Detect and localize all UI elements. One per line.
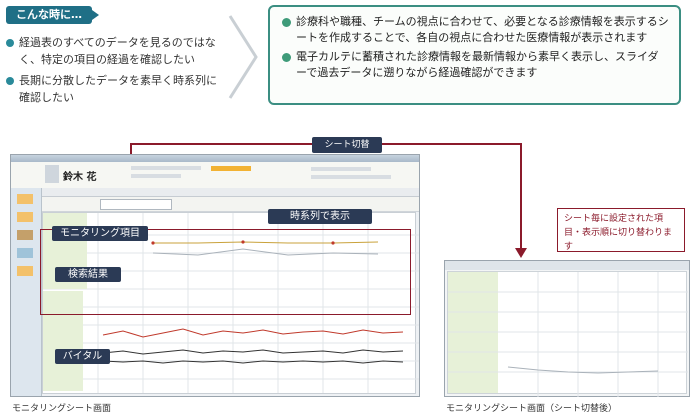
monitoring-items-highlight bbox=[40, 229, 411, 315]
monitoring-items-label: モニタリング項目 bbox=[52, 226, 148, 241]
bullet-icon bbox=[6, 39, 14, 47]
need-item: 経過表のすべてのデータを見るのではなく、特定の項目の経過を確認したい bbox=[6, 34, 226, 68]
chevron-right-icon bbox=[228, 15, 258, 99]
bullet-icon bbox=[282, 18, 291, 27]
switched-sheet-grid bbox=[447, 271, 688, 397]
search-results-label: 検索結果 bbox=[55, 267, 121, 282]
need-text: 経過表のすべてのデータを見るのではなく、特定の項目の経過を確認したい bbox=[19, 36, 216, 66]
description-box: 診療科や職種、チームの視点に合わせて、必要となる診療情報を表示するシートを作成す… bbox=[268, 5, 681, 105]
bullet-icon bbox=[6, 77, 14, 85]
description-item: 電子カルテに蓄積された診療情報を最新情報から素早く表示し、スライダーで過去データ… bbox=[282, 49, 669, 81]
switched-grid-lines bbox=[448, 272, 688, 397]
switched-sheet-window bbox=[444, 260, 690, 397]
need-text: 長期に分散したデータを素早く時系列に確認したい bbox=[19, 74, 217, 104]
time-series-label: 時系列で表示 bbox=[268, 209, 372, 224]
description-item: 診療科や職種、チームの視点に合わせて、必要となる診療情報を表示するシートを作成す… bbox=[282, 14, 669, 46]
sheet-toolbar[interactable] bbox=[42, 197, 419, 212]
when-badge: こんな時に… bbox=[6, 6, 99, 24]
main-screen-caption: モニタリングシート画面 bbox=[12, 404, 112, 414]
description-text: 電子カルテに蓄積された診療情報を最新情報から素早く表示し、スライダーで過去データ… bbox=[296, 50, 659, 79]
left-menu[interactable] bbox=[11, 188, 42, 396]
description-text: 診療科や職種、チームの視点に合わせて、必要となる診療情報を表示するシートを作成す… bbox=[296, 15, 669, 44]
window-titlebar bbox=[11, 155, 419, 162]
vitals-column bbox=[43, 291, 83, 391]
patient-name: 鈴木 花 bbox=[63, 172, 97, 183]
patient-photo bbox=[45, 165, 59, 183]
needs-list: 経過表のすべてのデータを見るのではなく、特定の項目の経過を確認したい 長期に分散… bbox=[6, 34, 226, 110]
switched-screen-caption: モニタリングシート画面（シート切替後） bbox=[446, 404, 618, 414]
sheet-tabs[interactable] bbox=[42, 188, 419, 197]
sheet-switch-label: シート切替 bbox=[312, 137, 382, 153]
bullet-icon bbox=[282, 53, 291, 62]
vitals-label: バイタル bbox=[55, 349, 110, 364]
patient-bar: 鈴木 花 bbox=[11, 162, 419, 189]
need-item: 長期に分散したデータを素早く時系列に確認したい bbox=[6, 72, 226, 106]
switch-callout: シート毎に設定された項目・表示順に切り替わります bbox=[557, 208, 685, 252]
